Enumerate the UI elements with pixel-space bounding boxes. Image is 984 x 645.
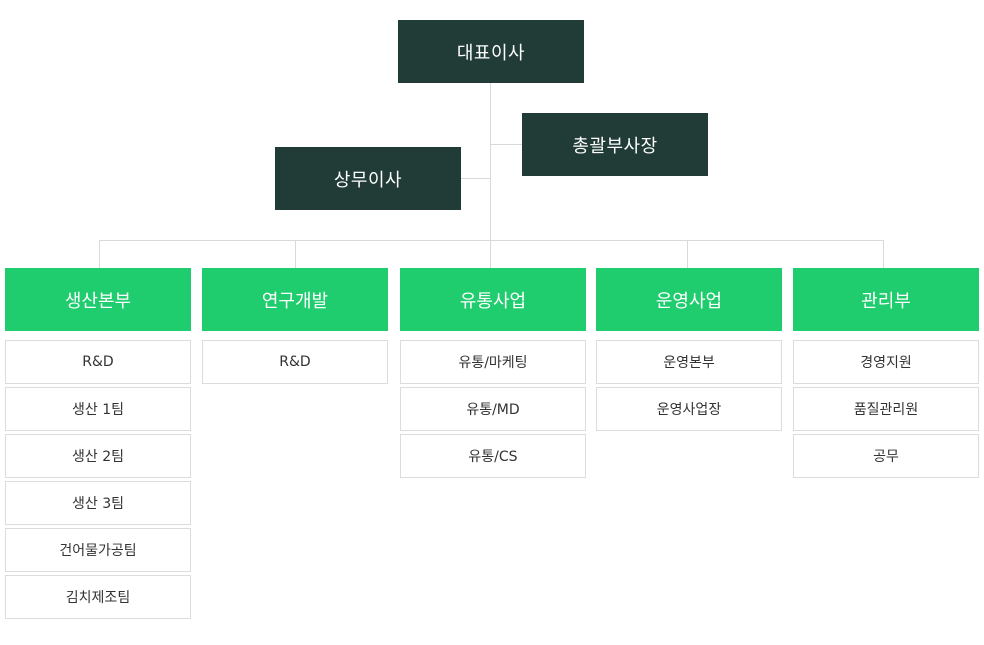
dept-drop-line [883, 240, 884, 268]
dept-drop-line [99, 240, 100, 268]
dept-management: 관리부 [793, 268, 979, 331]
unit-box: 생산 3팀 [5, 481, 191, 525]
ceo-box: 대표이사 [398, 20, 584, 83]
unit-box: 경영지원 [793, 340, 979, 384]
distribution-units: 유통/마케팅 유통/MD 유통/CS [400, 340, 586, 481]
unit-box: 생산 1팀 [5, 387, 191, 431]
unit-box: 유통/MD [400, 387, 586, 431]
dept-drop-line [490, 240, 491, 268]
unit-box: R&D [202, 340, 388, 384]
unit-box: 운영사업장 [596, 387, 782, 431]
managing-director-box: 상무이사 [275, 147, 461, 210]
trunk-line [490, 82, 491, 241]
unit-box: 김치제조팀 [5, 575, 191, 619]
dept-drop-line [687, 240, 688, 268]
unit-box: 운영본부 [596, 340, 782, 384]
unit-box: 유통/CS [400, 434, 586, 478]
research-units: R&D [202, 340, 388, 387]
management-units: 경영지원 품질관리원 공무 [793, 340, 979, 481]
dept-production: 생산본부 [5, 268, 191, 331]
operations-units: 운영본부 운영사업장 [596, 340, 782, 434]
dept-distribution: 유통사업 [400, 268, 586, 331]
production-units: R&D 생산 1팀 생산 2팀 생산 3팀 건어물가공팀 김치제조팀 [5, 340, 191, 622]
vice-president-box: 총괄부사장 [522, 113, 708, 176]
unit-box: 생산 2팀 [5, 434, 191, 478]
vp-branch-line [491, 144, 522, 145]
unit-box: R&D [5, 340, 191, 384]
unit-box: 유통/마케팅 [400, 340, 586, 384]
md-branch-line [461, 178, 491, 179]
department-bus-line [99, 240, 884, 241]
dept-operations: 운영사업 [596, 268, 782, 331]
dept-drop-line [295, 240, 296, 268]
dept-research: 연구개발 [202, 268, 388, 331]
unit-box: 공무 [793, 434, 979, 478]
unit-box: 건어물가공팀 [5, 528, 191, 572]
unit-box: 품질관리원 [793, 387, 979, 431]
